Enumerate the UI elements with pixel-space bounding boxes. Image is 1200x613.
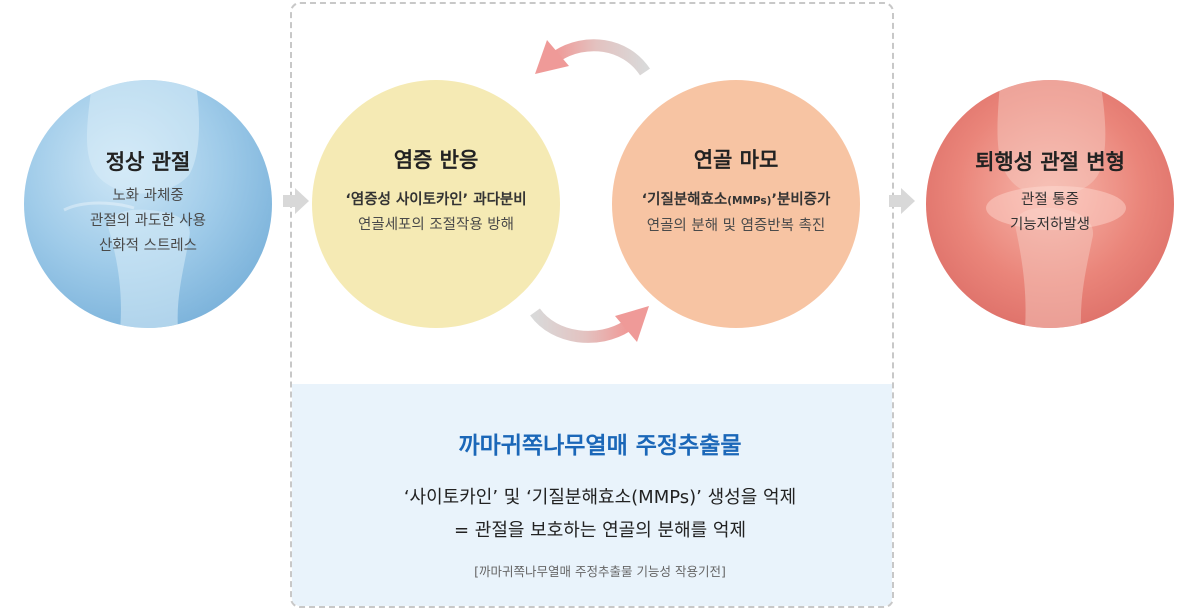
normal-joint-title: 정상 관절 (105, 150, 191, 174)
damaged-knee-icon (986, 80, 1126, 328)
knee-bone-icon (63, 80, 199, 328)
arrow-right-icon (283, 188, 309, 214)
arrow-right-icon (889, 188, 915, 214)
degenerative-symptom-1: 관절 통증 (1021, 192, 1079, 208)
normal-joint-cause-2: 관절의 과도한 사용 (90, 213, 206, 229)
extract-caption: [까마귀쪽나무열매 주정추출물 기능성 작용기전] (474, 564, 726, 579)
extract-title: 까마귀쪽나무열매 주정추출물 (458, 433, 742, 459)
normal-joint-circle: 정상 관절 노화 과체중 관절의 과도한 사용 산화적 스트레스 (24, 80, 272, 328)
cycle-arrow-bottom-icon (530, 306, 649, 343)
inflammation-effect-line: 연골세포의 조절작용 방해 (358, 217, 514, 233)
degenerative-symptom-2: 기능저하발생 (1009, 217, 1091, 233)
inflammation-cytokine-line: ‘염증성 사이토카인’ 과다분비 (345, 192, 527, 208)
extract-effect-line: ‘사이토카인’ 및 ‘기질분해효소(MMPs)’ 생성을 억제 (403, 487, 797, 508)
normal-joint-cause-3: 산화적 스트레스 (99, 238, 197, 254)
degenerative-joint-title: 퇴행성 관절 변형 (975, 150, 1125, 174)
inflammation-circle: 염증 반응 ‘염증성 사이토카인’ 과다분비 연골세포의 조절작용 방해 (312, 80, 560, 328)
cartilage-wear-title: 연골 마모 (693, 148, 779, 172)
degenerative-joint-circle: 퇴행성 관절 변형 관절 통증 기능저하발생 (926, 80, 1174, 328)
cartilage-wear-circle: 연골 마모 ‘기질분해효소(MMPs)’분비증가 연골의 분해 및 염증반복 촉… (612, 80, 860, 328)
mechanism-box (290, 2, 894, 608)
extract-panel (292, 384, 892, 606)
extract-protect-line: = 관절을 보호하는 연골의 분해를 억제 (453, 520, 747, 541)
cartilage-effect-line: 연골의 분해 및 염증반복 촉진 (646, 218, 826, 234)
cartilage-mmp-line: ‘기질분해효소(MMPs)’분비증가 (641, 192, 831, 208)
normal-joint-cause-1: 노화 과체중 (112, 188, 184, 204)
inflammation-title: 염증 반응 (393, 148, 479, 172)
cycle-arrow-top-icon (535, 39, 650, 76)
